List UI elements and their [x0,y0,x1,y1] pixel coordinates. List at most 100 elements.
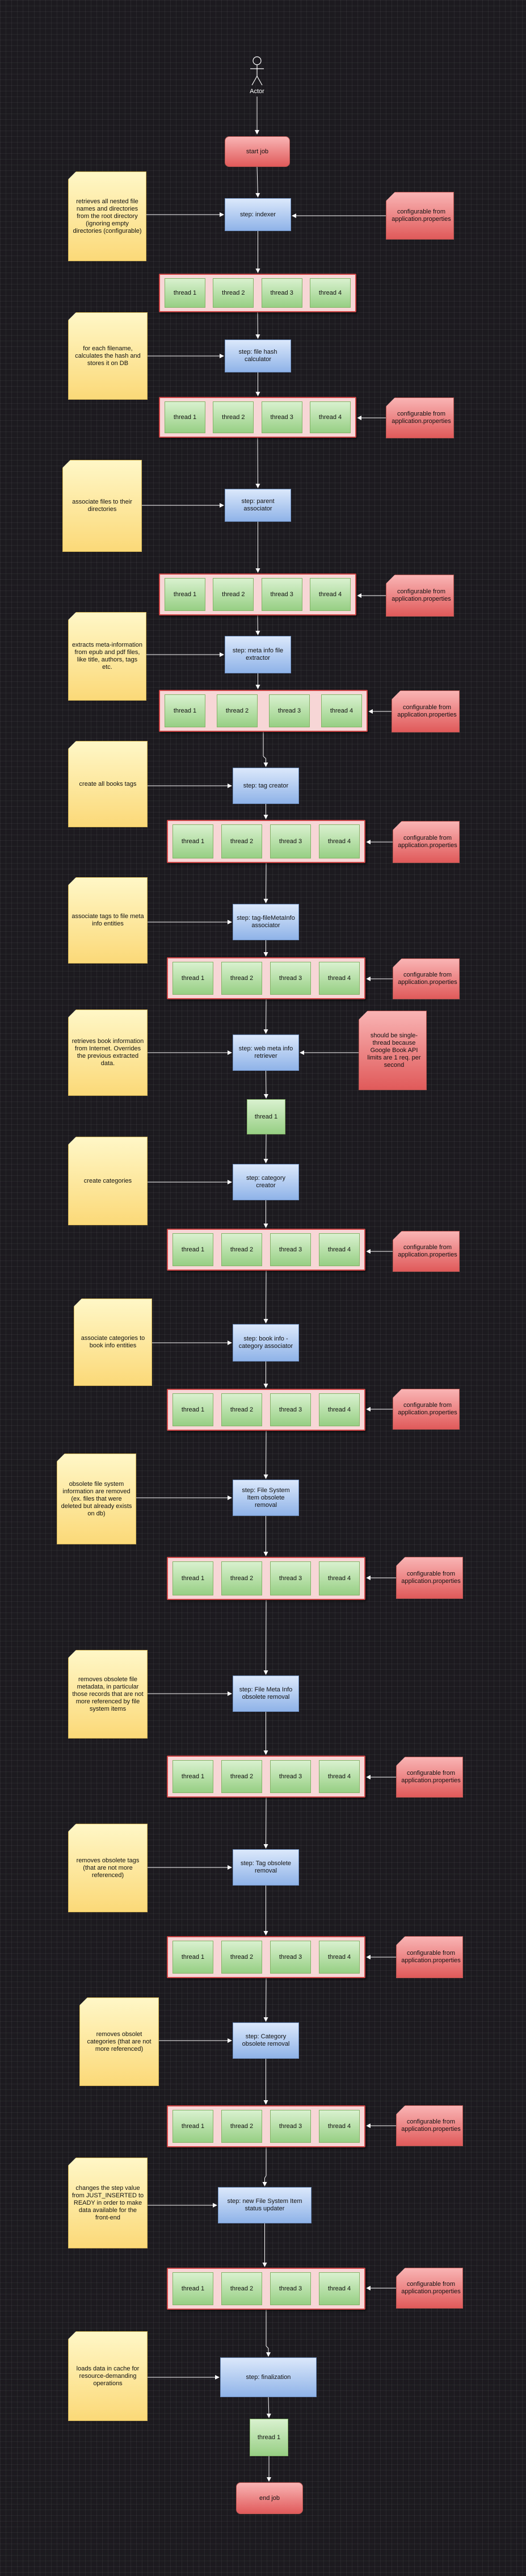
connector-line [263,1599,268,1675]
config-note: configurable from application.properties [396,2105,463,2146]
thread-node: thread 2 [221,1561,262,1595]
step-node: step: new File System Item status update… [218,2187,312,2223]
thread-node: thread 4 [310,278,351,308]
thread-node: thread 1 [172,1941,213,1974]
step-description-note: retrieves book information from Internet… [68,1010,148,1096]
actor-label: Actor [250,88,264,95]
step-node: step: File System Item obsolete removal [233,1480,299,1516]
thread-node: thread 2 [221,2272,262,2305]
step-node: step: finalization [220,2357,317,2397]
step-description-note: for each filename, calculates the hash a… [68,312,148,400]
thread-node: thread 4 [319,2272,360,2305]
connector-line [263,862,268,903]
single-thread-note: should be single-thread because Google B… [359,1011,427,1090]
thread-node: thread 1 [172,2110,213,2143]
config-note: configurable from application.properties [392,690,460,732]
thread-node: thread 1 [172,962,213,995]
thread-node: thread 1 [172,1233,213,1266]
step-node: step: category creator [233,1164,299,1200]
connector-line [263,1797,268,1849]
thread-node: thread 3 [270,962,311,995]
step-node: step: Category obsolete removal [233,2022,299,2059]
config-note: configurable from application.properties [396,2268,463,2309]
thread-node: thread 2 [221,824,262,858]
step-description-note: loads data in cache for resource-demandi… [68,2331,148,2421]
thread-node: thread 1 [165,401,205,433]
step-node: step: web meta info retriever [233,1034,299,1071]
thread-node: thread 2 [217,694,258,727]
step-description-note: associate categories to book info entiti… [74,1299,152,1386]
thread-node: thread 1 [165,278,205,308]
thread-node: thread 1 [172,824,213,858]
thread-node: thread 4 [319,824,360,858]
thread-node: thread 4 [310,401,351,433]
thread-node: thread 1 [172,2272,213,2305]
thread-node: thread 4 [319,2110,360,2143]
thread-node: thread 3 [270,1561,311,1595]
thread-node: thread 4 [319,962,360,995]
connector-line [263,1270,268,1323]
thread-node: thread 4 [319,1233,360,1266]
thread-node: thread 3 [270,1393,311,1426]
thread-node: thread 3 [261,578,302,611]
step-node: step: tag-fileMetaInfo associator [233,904,299,940]
step-node: step: indexer [225,198,291,231]
thread-node: thread 3 [270,1760,311,1793]
step-node: step: file hash calculator [225,340,291,372]
single-thread-node: thread 1 [247,1099,285,1134]
thread-node: thread 2 [213,278,254,308]
end-job-node: end job [236,2482,303,2514]
thread-node: thread 4 [310,578,351,611]
step-description-note: associate tags to file meta info entitie… [68,877,148,964]
thread-node: thread 2 [221,1941,262,1974]
single-thread-node: thread 1 [250,2419,288,2456]
config-note: configurable from application.properties [393,821,460,863]
connector-line [263,1070,268,1099]
thread-node: thread 1 [172,1393,213,1426]
step-description-note: changes the step value from JUST_INSERTE… [68,2158,148,2248]
config-note: configurable from application.properties [386,397,454,438]
step-node: step: File Meta Info obsolete removal [233,1676,299,1712]
connector-line [263,1430,268,1479]
config-note: configurable from application.properties [396,1757,463,1798]
thread-node: thread 4 [319,1941,360,1974]
thread-node: thread 2 [213,401,254,433]
thread-node: thread 2 [221,2110,262,2143]
thread-node: thread 2 [213,578,254,611]
step-description-note: associate files to their directories [62,460,142,552]
thread-node: thread 1 [172,1561,213,1595]
thread-node: thread 4 [319,1393,360,1426]
thread-node: thread 4 [321,694,362,727]
connector-line [263,1978,268,2022]
connector-line [263,756,266,759]
connector-line [266,2397,271,2418]
step-description-note: create categories [68,1137,148,1225]
thread-node: thread 4 [319,1760,360,1793]
step-description-note: create all books tags [68,741,148,827]
thread-node: thread 3 [269,694,310,727]
start-job-node: start job [225,136,290,167]
thread-node: thread 3 [261,278,302,308]
step-node: step: parent associator [225,489,291,522]
thread-node: thread 3 [270,1233,311,1266]
step-node: step: Tag obsolete removal [233,1849,299,1886]
config-note: configurable from application.properties [393,1231,460,1272]
step-description-note: extracts meta-information from epub and … [68,612,146,701]
step-node: step: meta info file extractor [225,636,291,673]
config-note: configurable from application.properties [396,1557,463,1599]
thread-node: thread 1 [165,578,205,611]
config-note: configurable from application.properties [393,1389,460,1430]
thread-node: thread 1 [172,1760,213,1793]
thread-node: thread 3 [261,401,302,433]
connector-line [263,999,268,1034]
step-description-note: removes obsolete tags (that are not more… [68,1824,148,1912]
thread-node: thread 3 [270,2110,311,2143]
thread-node: thread 2 [221,1393,262,1426]
config-note: configurable from application.properties [386,575,454,617]
thread-node: thread 2 [221,1233,262,1266]
thread-node: thread 3 [270,2272,311,2305]
connector-line [255,166,260,198]
thread-node: thread 2 [221,1760,262,1793]
